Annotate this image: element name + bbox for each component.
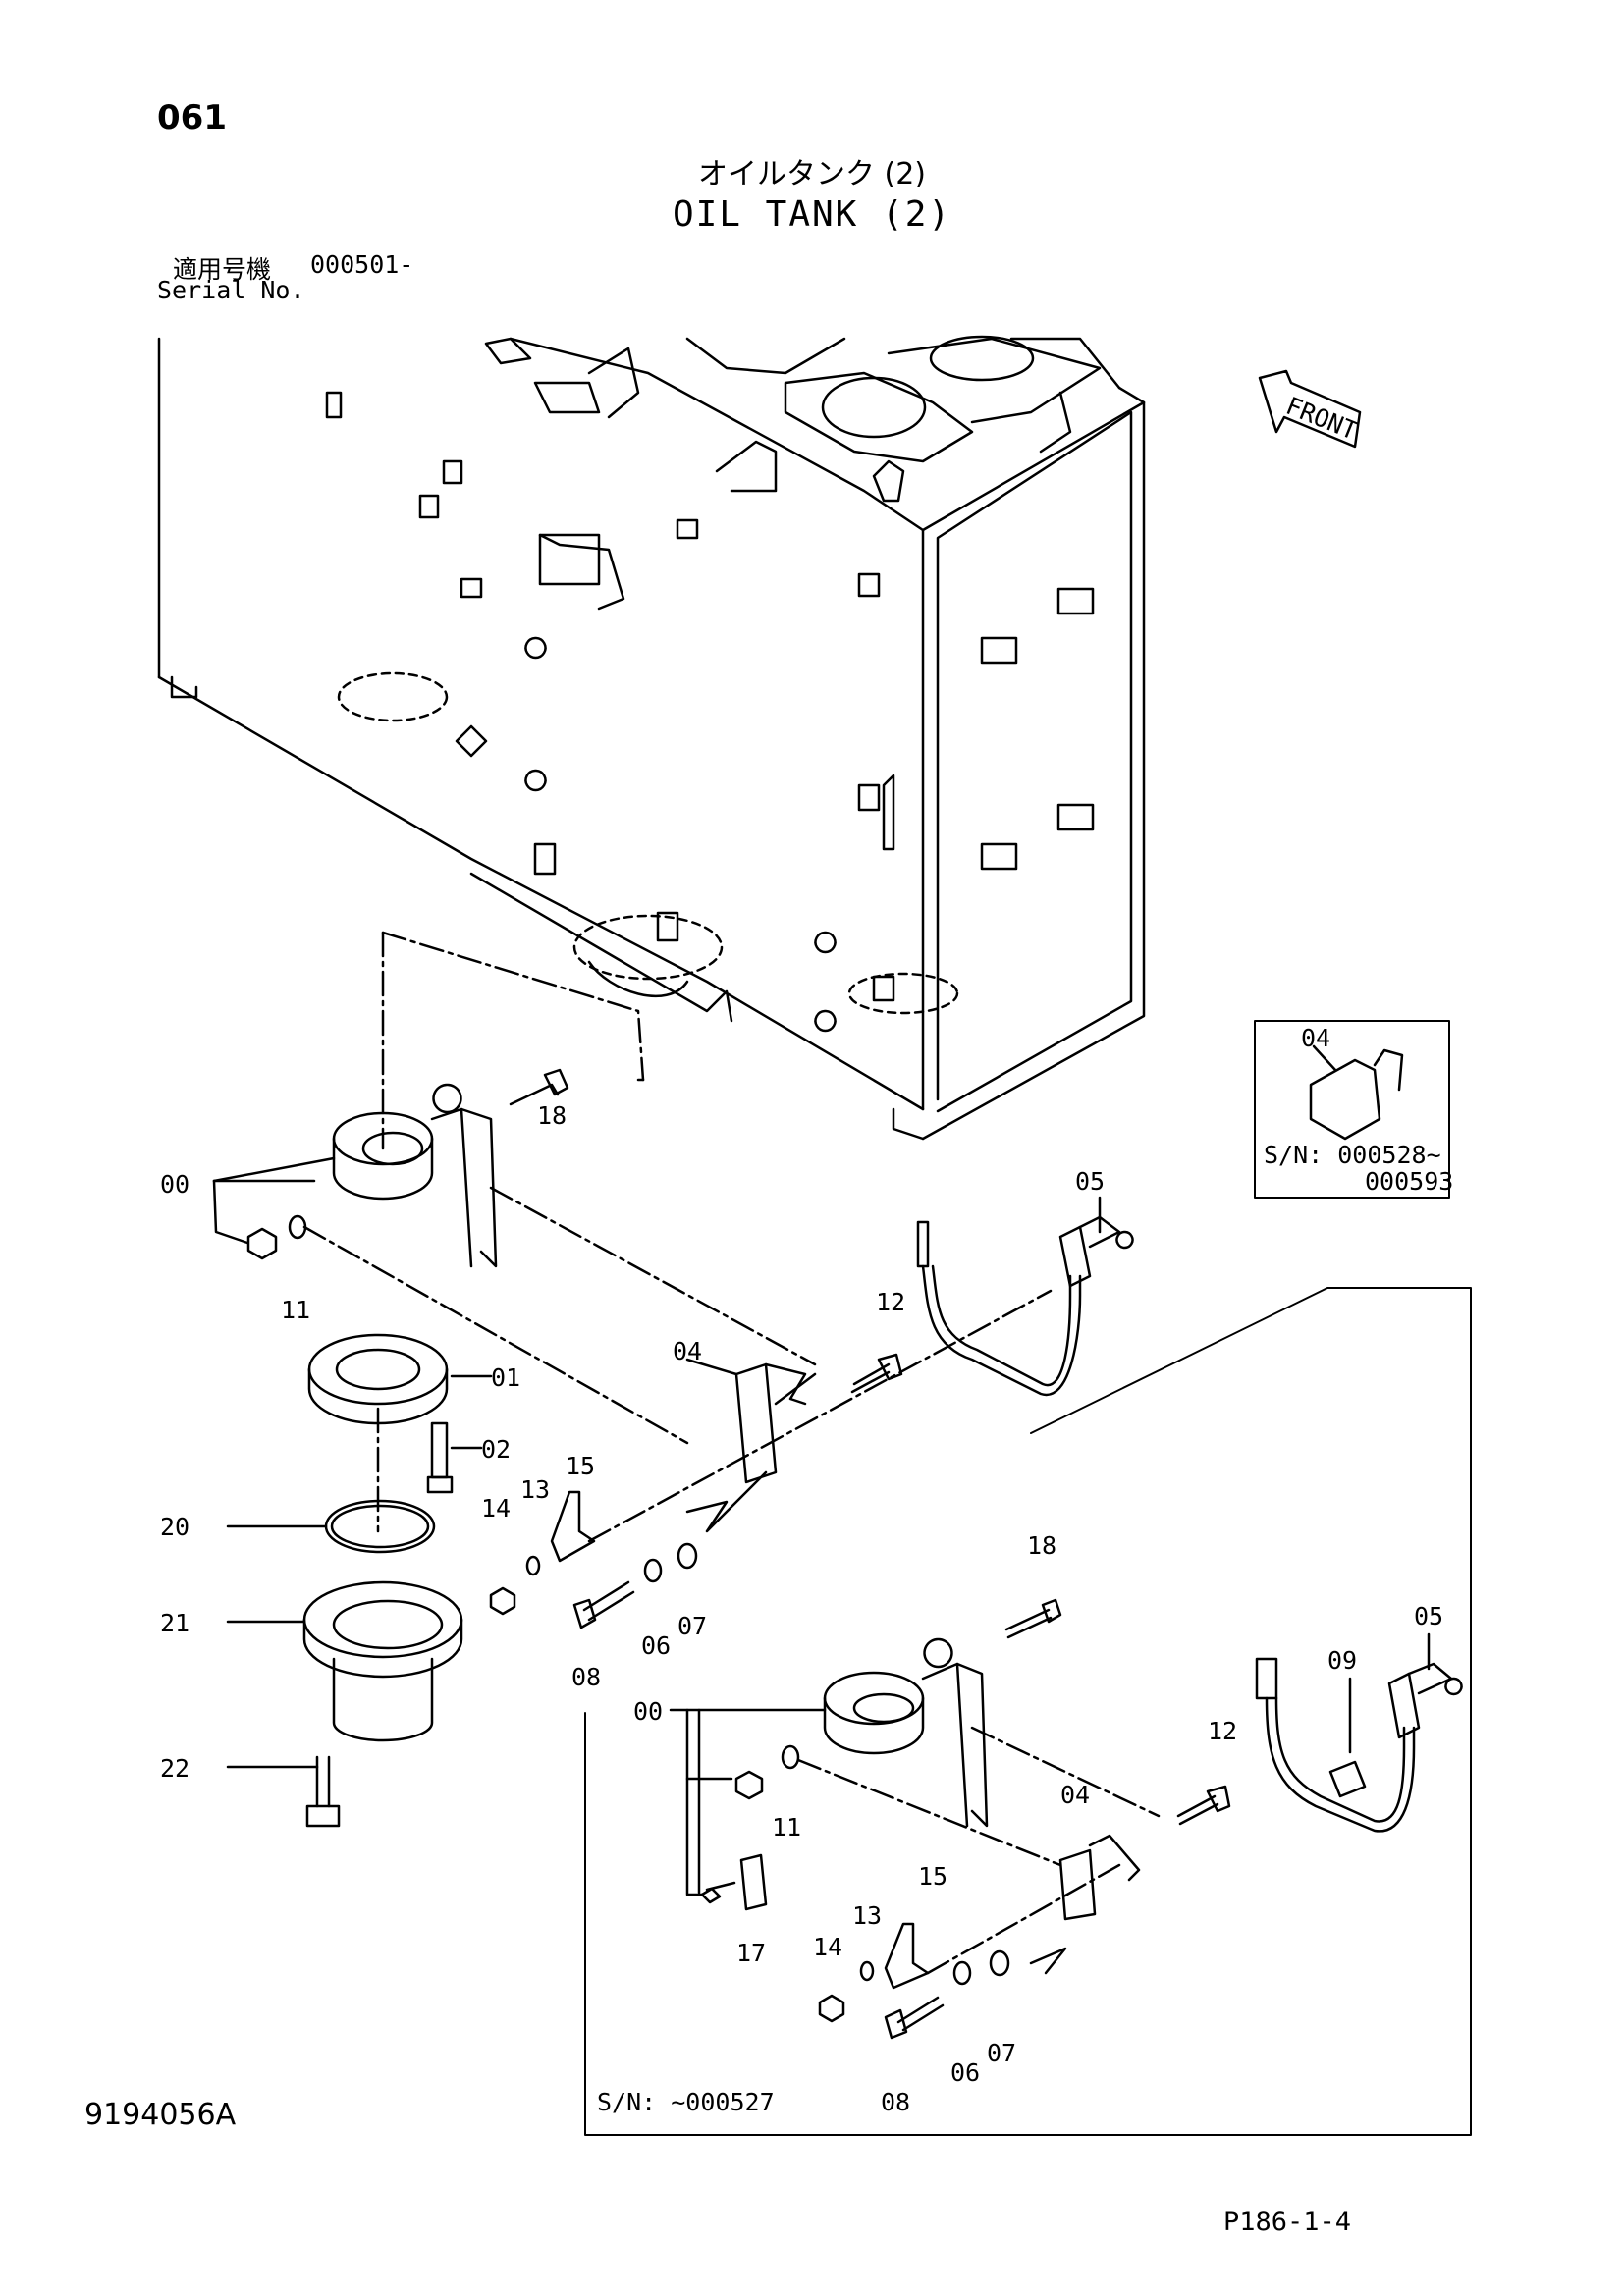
serial-label-japanese: 適用号機 [173,255,272,284]
callout-21: 21 [160,1609,189,1637]
callout-06-lower: 06 [950,2058,980,2087]
page-number: 061 [157,98,227,137]
callout-01: 01 [491,1363,520,1392]
callout-20: 20 [160,1513,189,1541]
callout-13-upper: 13 [520,1475,550,1504]
callout-04-lower: 04 [1060,1781,1090,1809]
callout-14-upper: 14 [481,1494,511,1522]
callout-18-upper: 18 [537,1101,567,1130]
callout-07-upper: 07 [677,1612,707,1640]
inset-serial-line1: S/N: 000528~ [1264,1141,1441,1169]
serial-label-english: Serial No. [157,276,305,304]
callout-08-lower: 08 [881,2088,910,2116]
callout-04-upper: 04 [673,1337,702,1365]
lower-assembly-box [584,1287,1472,2136]
callout-11-upper: 11 [281,1296,310,1324]
callout-00-lower: 00 [633,1697,663,1726]
front-marker-label: FRONT [1282,392,1362,446]
callout-12-upper: 12 [876,1288,905,1316]
callout-08-upper: 08 [571,1663,601,1691]
callout-12-lower: 12 [1208,1717,1237,1745]
inset-callout-04: 04 [1301,1024,1330,1052]
callout-00-upper: 00 [160,1170,189,1199]
callout-13-lower: 13 [852,1901,882,1930]
callout-06-upper: 06 [641,1631,671,1660]
callout-14-lower: 14 [813,1933,842,1961]
callout-15-upper: 15 [566,1452,595,1480]
callout-17: 17 [736,1939,766,1967]
lower-box-serial: S/N: ~000527 [597,2088,775,2116]
front-arrow-icon: FRONT [1258,369,1362,449]
callout-09: 09 [1327,1646,1357,1675]
callout-05-upper: 05 [1075,1167,1105,1196]
callout-22: 22 [160,1754,189,1783]
serial-range: 000501- [310,250,414,279]
inset-box [1254,1020,1450,1199]
title-english: OIL TANK (2) [672,194,952,235]
callout-15-lower: 15 [918,1862,947,1891]
page-reference: P186-1-4 [1223,2207,1351,2237]
oil-tank-body [157,335,1146,1141]
callout-05-lower: 05 [1414,1602,1443,1630]
callout-07-lower: 07 [987,2039,1016,2067]
title-japanese: オイルタンク (2) [697,157,927,191]
callout-18-lower: 18 [1027,1531,1056,1560]
callout-02: 02 [481,1435,511,1464]
inset-serial-line2: 000593 [1365,1167,1453,1196]
upper-assembly [212,931,1134,1828]
callout-11-lower: 11 [772,1813,801,1842]
drawing-code: 9194056A [84,2098,237,2132]
